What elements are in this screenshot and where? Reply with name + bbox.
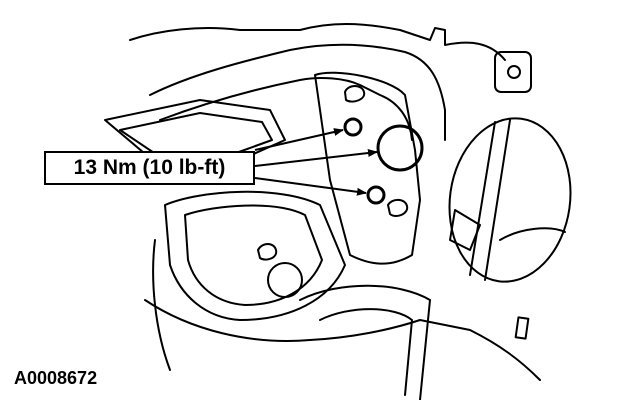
leader-line-center (254, 149, 378, 167)
small-tab (514, 316, 530, 340)
center-bolt-large (376, 124, 424, 172)
lower-round-hole (267, 262, 303, 298)
upper-slot (344, 85, 366, 103)
upper-bolt-hole (343, 117, 363, 137)
leader-line-lower (254, 177, 367, 196)
bottom-tube (299, 284, 431, 400)
detail-panel-line (469, 121, 496, 276)
detail-bracket (449, 209, 481, 251)
detail-panel-line-2 (484, 119, 511, 281)
lower-cavity (164, 190, 346, 321)
bottom-left-edge (152, 239, 171, 371)
bottom-rail (144, 299, 541, 381)
top-right-round-hole (507, 65, 521, 79)
figure-id-label: A0008672 (14, 368, 98, 388)
lower-bolt-hole (366, 185, 386, 205)
center-bracket (314, 71, 421, 265)
detail-view-ellipse (448, 117, 572, 283)
body-panel-outline (129, 23, 506, 61)
torque-label: 13 Nm (10 lb-ft) (73, 156, 226, 179)
bottom-tube-inner (319, 308, 413, 396)
body-panel-edge (149, 43, 446, 141)
inner-panel-outline (159, 76, 413, 141)
detail-clip (499, 227, 566, 241)
leader-line-upper (254, 128, 344, 151)
torque-callout: 13 Nm (10 lb-ft) (44, 151, 255, 185)
lower-small-slot (257, 243, 278, 261)
lower-cavity-inner (184, 204, 323, 306)
lower-slot (387, 198, 409, 217)
top-right-square-hole (494, 51, 532, 93)
